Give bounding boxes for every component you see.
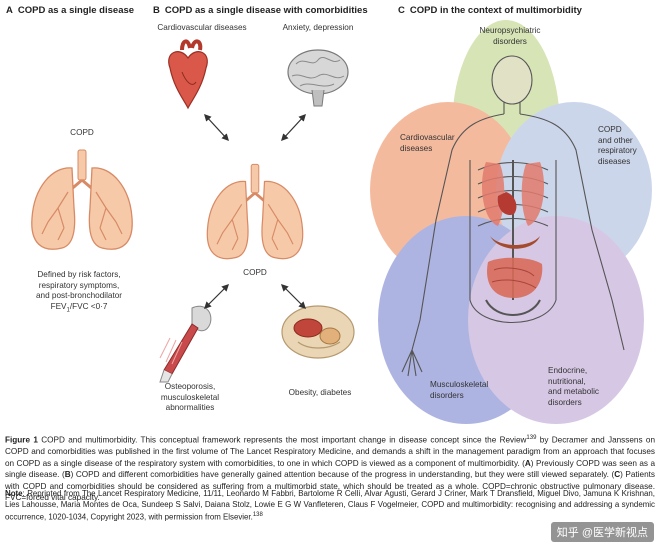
diagram-canvas xyxy=(30,20,652,424)
panel-b-lungs xyxy=(205,162,305,261)
label-obesity: Obesity, diabetes xyxy=(288,388,352,397)
label-musculoskeletal: Musculoskeletal disorders xyxy=(430,380,489,400)
panel-a-copd-label: COPD xyxy=(70,128,94,137)
figure-caption: Figure 1 COPD and multimorbidity. This c… xyxy=(5,435,655,503)
panel-a-letter: A xyxy=(6,5,13,16)
brain-illustration xyxy=(287,49,349,107)
arrow-arm-copd xyxy=(203,283,230,310)
label-anxiety: Anxiety, depression xyxy=(282,23,354,32)
figure-note: Note: Reprinted from The Lancet Respirat… xyxy=(5,489,655,523)
arrow-abdomen-copd xyxy=(280,283,307,310)
label-cardiovascular-c: Cardiovascular diseases xyxy=(400,133,455,153)
heart-illustration xyxy=(168,39,208,110)
panel-c-letter: C xyxy=(398,5,405,16)
label-neuropsychiatric: Neuropsychiatric disorders xyxy=(479,26,541,46)
label-osteoporosis: Osteoporosis, musculoskeletal abnormalit… xyxy=(160,382,220,412)
arrow-brain-copd xyxy=(281,113,306,142)
label-endocrine: Endocrine, nutritional, and metabolic di… xyxy=(548,366,599,407)
watermark: 知乎 @医学新视点 xyxy=(550,522,654,542)
body-illustration xyxy=(401,55,625,377)
organs-illustration xyxy=(482,162,544,298)
label-copd-respiratory: COPD and other respiratory diseases xyxy=(598,125,637,166)
panel-a-lungs xyxy=(30,148,134,251)
panel-b-copd-label: COPD xyxy=(243,268,267,277)
label-cardiovascular: Cardiovascular diseases xyxy=(157,23,247,32)
arm-illustration xyxy=(159,305,212,383)
arrow-heart-copd xyxy=(204,113,229,142)
panel-a-definition: Defined by risk factors, respiratory sym… xyxy=(35,270,123,314)
abdomen-illustration xyxy=(281,305,355,359)
panel-b-letter: B xyxy=(153,5,160,16)
